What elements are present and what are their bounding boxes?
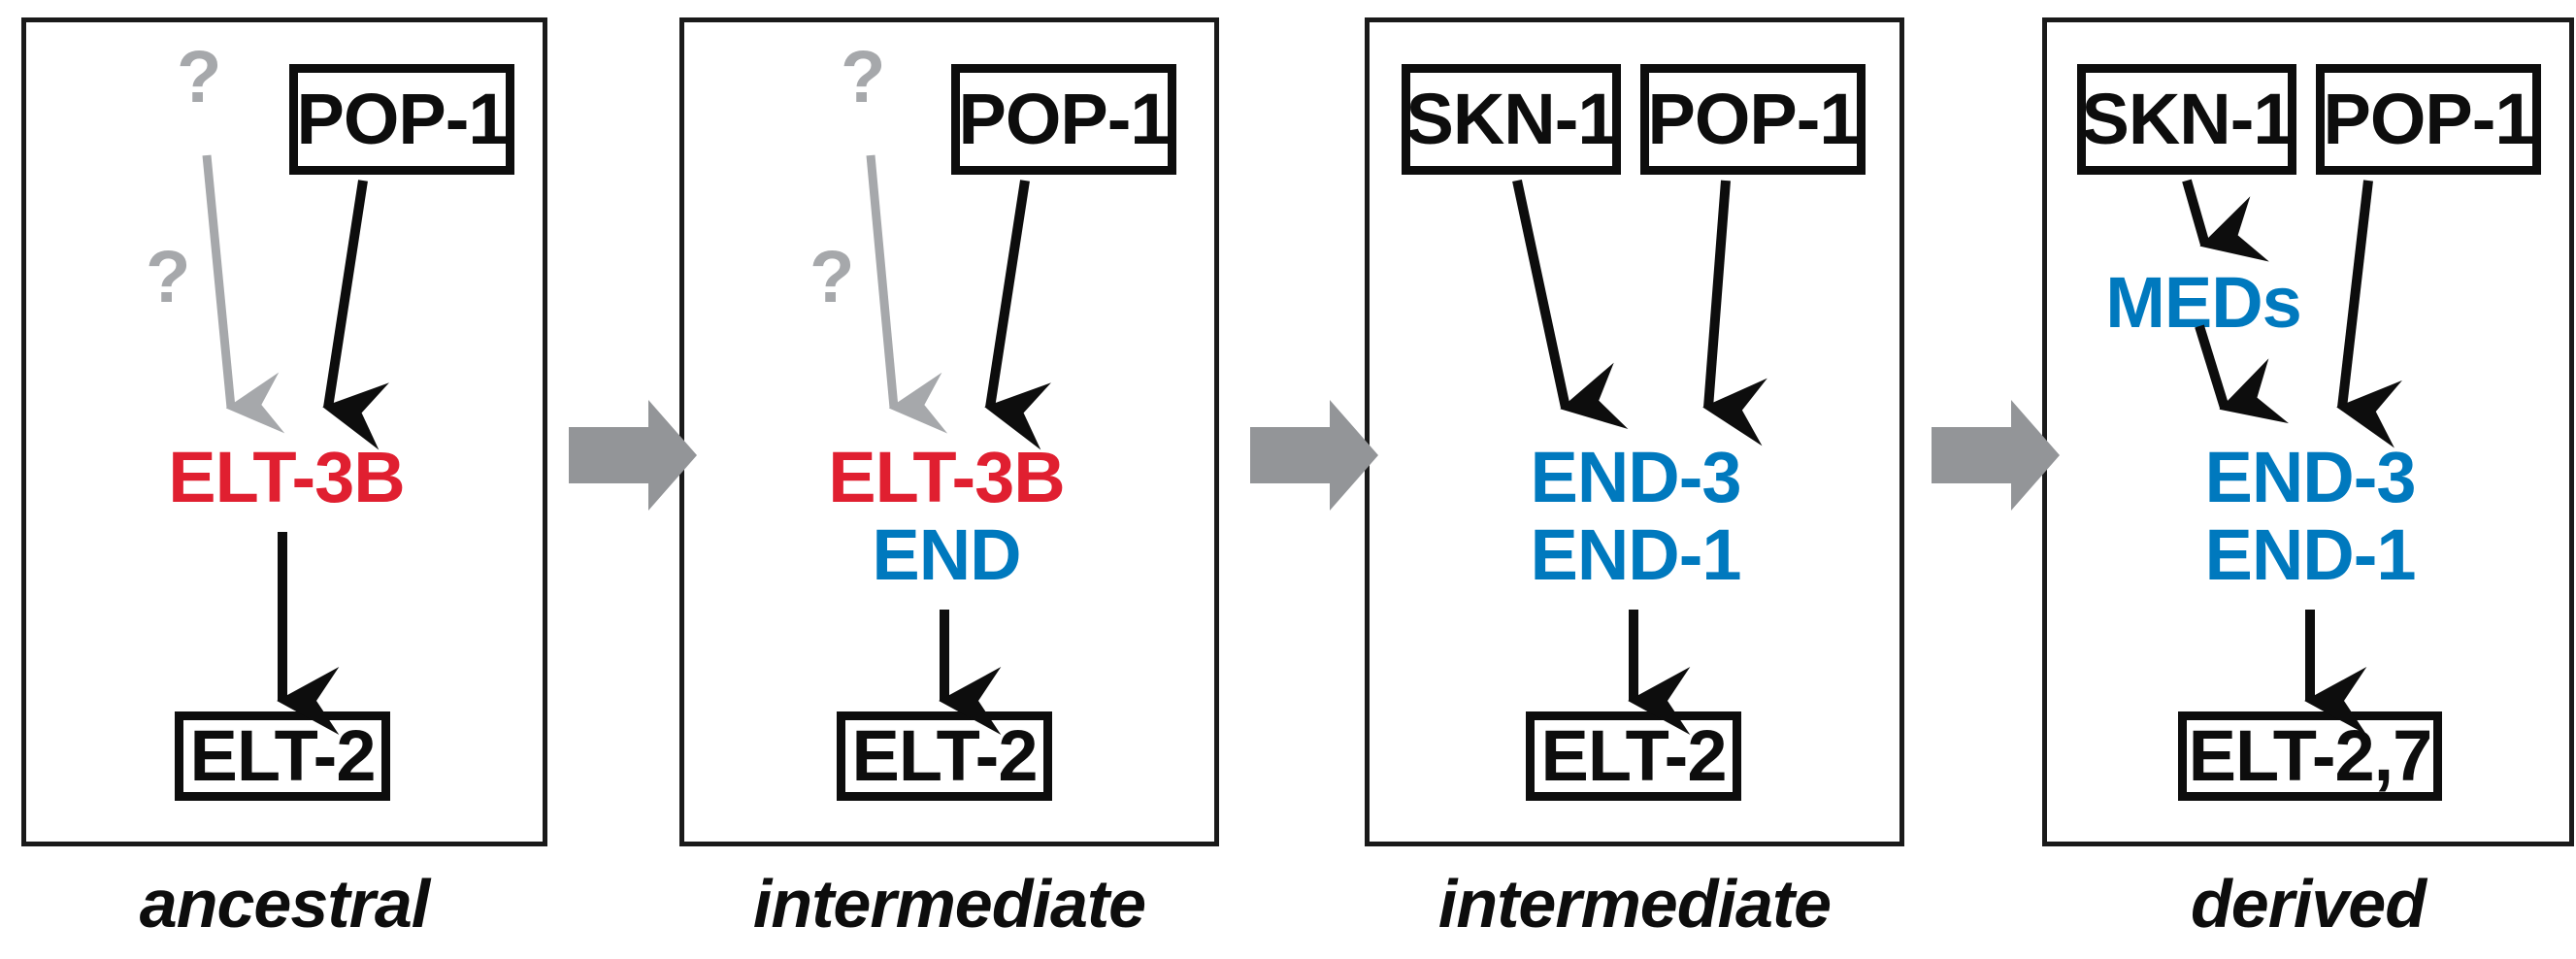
node-end3-line-p3: END-3: [1530, 437, 1741, 517]
node-elt27-p4: ELT-2,7: [2178, 711, 2442, 801]
node-pop1-p4: POP-1: [2316, 64, 2541, 175]
caption-derived: derived: [2191, 866, 2427, 942]
node-elt2-p3: ELT-2: [1526, 711, 1741, 801]
caption-intermediate-1: intermediate: [752, 866, 1146, 942]
caption-intermediate-2: intermediate: [1437, 866, 1832, 942]
question-mark-mid-p2: ?: [809, 236, 855, 318]
node-elt3b-p1: ELT-3B: [155, 439, 417, 516]
node-end3-end1-p3: END-3 END-1: [1500, 439, 1771, 594]
node-end3-end1-p4: END-3 END-1: [2174, 439, 2446, 594]
question-mark-top-p2: ?: [841, 36, 886, 118]
node-skn1-p4: SKN-1: [2077, 64, 2296, 175]
node-meds-line-p4: MEDs: [2105, 262, 2302, 343]
question-mark-mid-p1: ?: [146, 236, 191, 318]
question-mark-top-p1: ?: [177, 36, 222, 118]
node-elt3b-line1-p1: ELT-3B: [168, 437, 405, 517]
node-elt3b-line-p2: ELT-3B: [828, 437, 1065, 517]
node-pop1-p2: POP-1: [951, 64, 1176, 175]
node-elt2-p2: ELT-2: [837, 711, 1052, 801]
transition-arrow-3: [1932, 400, 2060, 511]
caption-ancestral: ancestral: [139, 866, 430, 942]
transition-arrow-1: [569, 400, 697, 511]
transition-arrow-2: [1250, 400, 1378, 511]
node-pop1-p1: POP-1: [289, 64, 514, 175]
node-end1-line-p3: END-1: [1530, 513, 1741, 595]
node-elt3b-end-p2: ELT-3B END: [815, 439, 1077, 594]
node-meds-p4: MEDs: [2087, 264, 2320, 342]
node-end3-line-p4: END-3: [2204, 437, 2416, 517]
node-pop1-p3: POP-1: [1640, 64, 1866, 175]
node-end1-line-p4: END-1: [2204, 513, 2416, 595]
node-elt2-p1: ELT-2: [175, 711, 390, 801]
node-skn1-p3: SKN-1: [1402, 64, 1621, 175]
node-end-line-p2: END: [872, 513, 1021, 595]
